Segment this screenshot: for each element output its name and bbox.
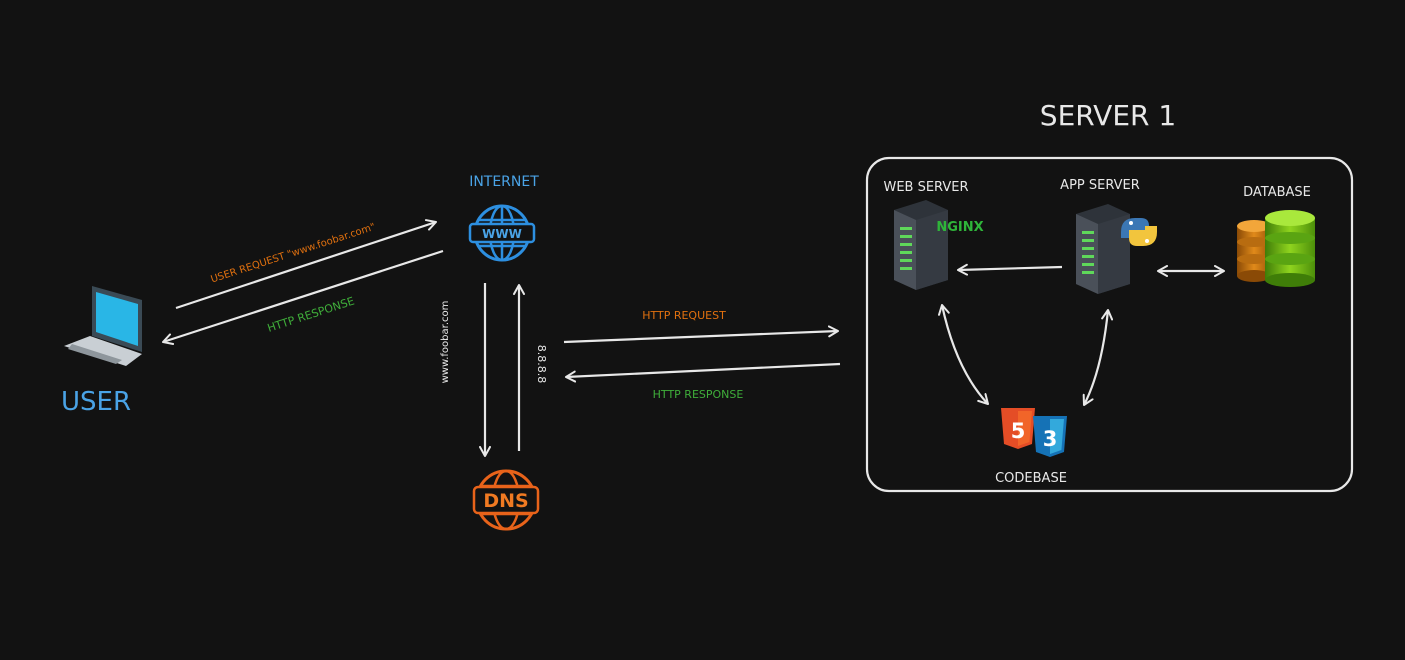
user-request-arrow	[175, 219, 437, 310]
dns-answer-label: 8.8.8.8	[535, 345, 548, 383]
dns-icon-label: DNS	[483, 490, 528, 512]
server-rack-icon	[1076, 204, 1130, 294]
server-boundary	[865, 156, 1354, 493]
server-response-label: HTTP RESPONSE	[653, 388, 744, 401]
app-server-label: APP SERVER	[1060, 178, 1140, 193]
dns-globe-icon	[472, 469, 540, 531]
globe-icon	[468, 204, 536, 262]
nginx-badge: NGINX	[936, 220, 983, 235]
server-response-arrow	[565, 362, 841, 383]
globe-icon-label: WWW	[482, 227, 522, 241]
server-rack-icon	[894, 200, 948, 290]
css3-digit: 3	[1043, 427, 1058, 451]
database-label: DATABASE	[1243, 185, 1311, 200]
server-request-arrow	[563, 325, 839, 344]
dns-query-label: www.foobar.com	[440, 301, 451, 384]
app-codebase-arrow	[1082, 309, 1114, 406]
server-title: SERVER 1	[1040, 99, 1176, 132]
user-request-label: USER REQUEST "www.foobar.com"	[210, 222, 377, 286]
user-response-label: HTTP RESPONSE	[266, 294, 356, 334]
database-icon	[1237, 210, 1315, 287]
python-icon	[1121, 218, 1157, 246]
html5-digit: 5	[1011, 419, 1026, 443]
codebase-label: CODEBASE	[995, 471, 1067, 486]
user-response-arrow	[162, 249, 444, 345]
internet-label: INTERNET	[469, 174, 539, 190]
html5-icon	[1001, 408, 1035, 449]
web-server-label: WEB SERVER	[883, 180, 968, 195]
web-codebase-arrow	[938, 304, 989, 405]
user-label: USER	[61, 387, 131, 417]
css3-icon	[1033, 416, 1067, 457]
app-to-web-arrow	[957, 263, 1063, 276]
server-request-label: HTTP REQUEST	[642, 309, 726, 322]
laptop-icon	[64, 286, 142, 366]
